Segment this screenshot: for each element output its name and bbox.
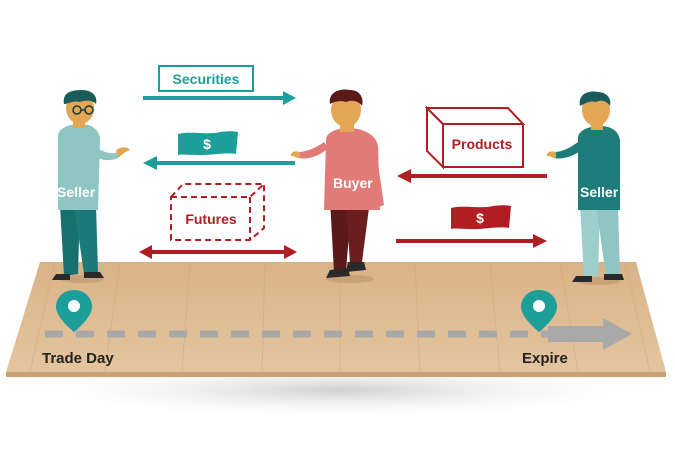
futures-arrow-head-left [139, 245, 152, 259]
wood-floor-edge [6, 372, 666, 377]
securities-box [158, 65, 254, 92]
location-pin-icon [56, 290, 92, 332]
wood-grain [29, 261, 651, 373]
securities-flow [143, 65, 296, 105]
products-arrow-head [397, 169, 411, 183]
dollar-label-teal: $ [203, 136, 211, 152]
futures-arrow-head-right [284, 245, 297, 259]
buyer-figure [290, 89, 384, 283]
cash-flow-right [396, 205, 547, 248]
securities-arrow-head [283, 91, 296, 105]
dollar-label-red: $ [476, 210, 484, 226]
timeline-arrow-head [548, 318, 632, 350]
cash-arrow-head-left [143, 156, 157, 170]
seller-left-figure [52, 90, 130, 283]
cash-flow-left [143, 131, 295, 170]
dollar-bill-red [451, 205, 511, 230]
futures-dashed-box [170, 183, 265, 241]
products-box [424, 105, 526, 170]
cash-arrow-head-right [533, 234, 547, 248]
products-label: Products [452, 136, 513, 152]
location-pin-icon [521, 290, 557, 332]
wood-floor [6, 262, 666, 372]
seller-right-figure [546, 91, 624, 285]
products-flow [397, 105, 547, 183]
futures-label: Futures [185, 211, 237, 227]
seller-right-label: Seller [580, 184, 619, 200]
dollar-bill-teal [178, 131, 238, 156]
expire-label: Expire [522, 350, 568, 367]
trade-day-label: Trade Day [42, 350, 114, 367]
seller-left-label: Seller [57, 184, 96, 200]
securities-label: Securities [173, 71, 240, 87]
buyer-label: Buyer [333, 175, 373, 191]
futures-flow [139, 183, 297, 259]
